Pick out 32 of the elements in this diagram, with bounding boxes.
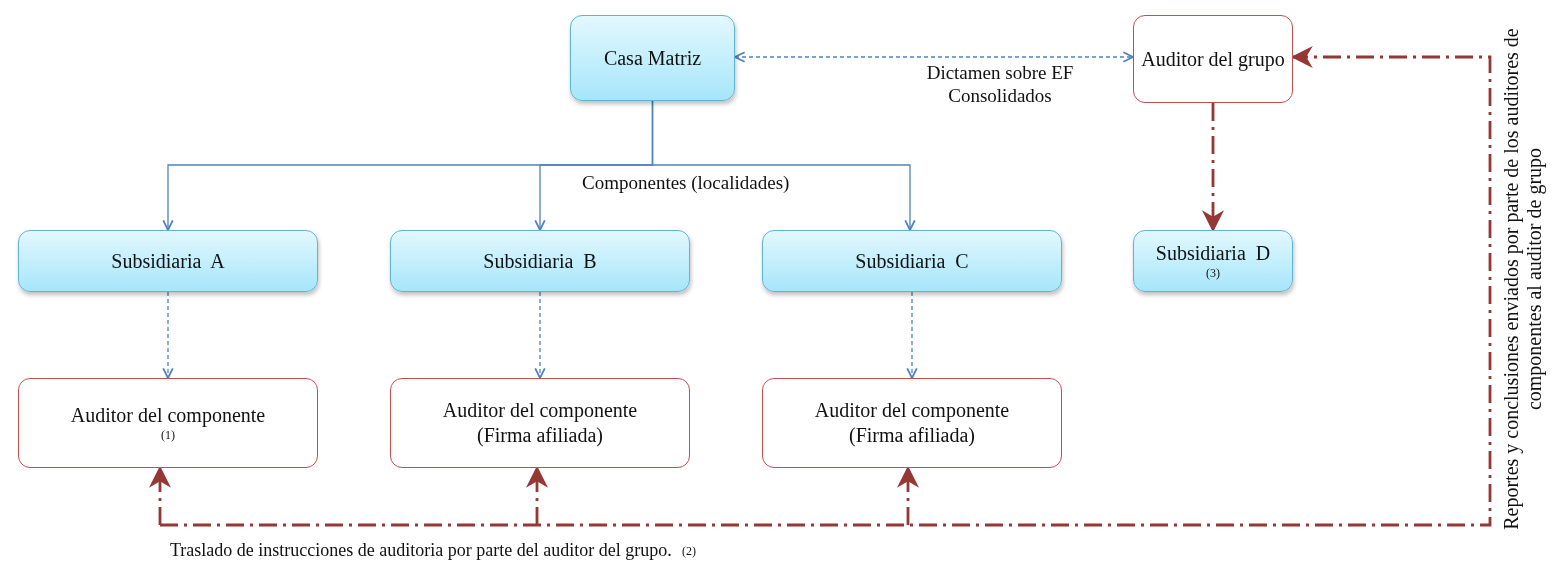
node-text: Subsidiaria C xyxy=(855,248,969,274)
arrow xyxy=(734,51,1134,63)
node-text: (Firma afiliada) xyxy=(476,423,604,448)
process-box xyxy=(1133,15,1293,103)
arrow xyxy=(162,291,174,379)
node-text: Auditor del componente xyxy=(814,398,1010,423)
arrow xyxy=(534,291,546,379)
process-box xyxy=(390,230,690,292)
arrow xyxy=(906,291,918,379)
annotation-text: Traslado de instrucciones de auditoria por parte del auditor del grupo. xyxy=(170,540,672,561)
process-box xyxy=(18,230,318,292)
footnote-mark: (3) xyxy=(1206,266,1220,281)
process-box xyxy=(570,15,735,101)
node-text: Subsidiaria A xyxy=(111,248,225,274)
arrow xyxy=(651,100,916,231)
footnote-mark: (2) xyxy=(682,544,696,559)
node-text: Subsidiaria D xyxy=(1155,241,1271,266)
annotation-text: Reportes y conclusiones enviados por parte de los auditores de componentes al auditor de grupo xyxy=(1500,27,1546,532)
node-text: Auditor del componente xyxy=(442,398,638,423)
node-text: Subsidiaria B xyxy=(483,248,597,274)
process-box xyxy=(390,378,690,468)
node-text: (Firma afiliada) xyxy=(848,423,976,448)
process-box xyxy=(762,378,1062,468)
process-box xyxy=(762,230,1062,292)
annotation-text: Componentes (localidades) xyxy=(582,172,790,195)
node-text: Auditor del grupo xyxy=(1141,46,1285,72)
footnote-mark: (1) xyxy=(161,428,175,443)
node-text: Casa Matriz xyxy=(603,45,702,71)
arrow xyxy=(160,46,1492,527)
process-box xyxy=(1133,230,1293,292)
process-box xyxy=(18,378,318,468)
node-text: Auditor del componente xyxy=(70,403,266,428)
